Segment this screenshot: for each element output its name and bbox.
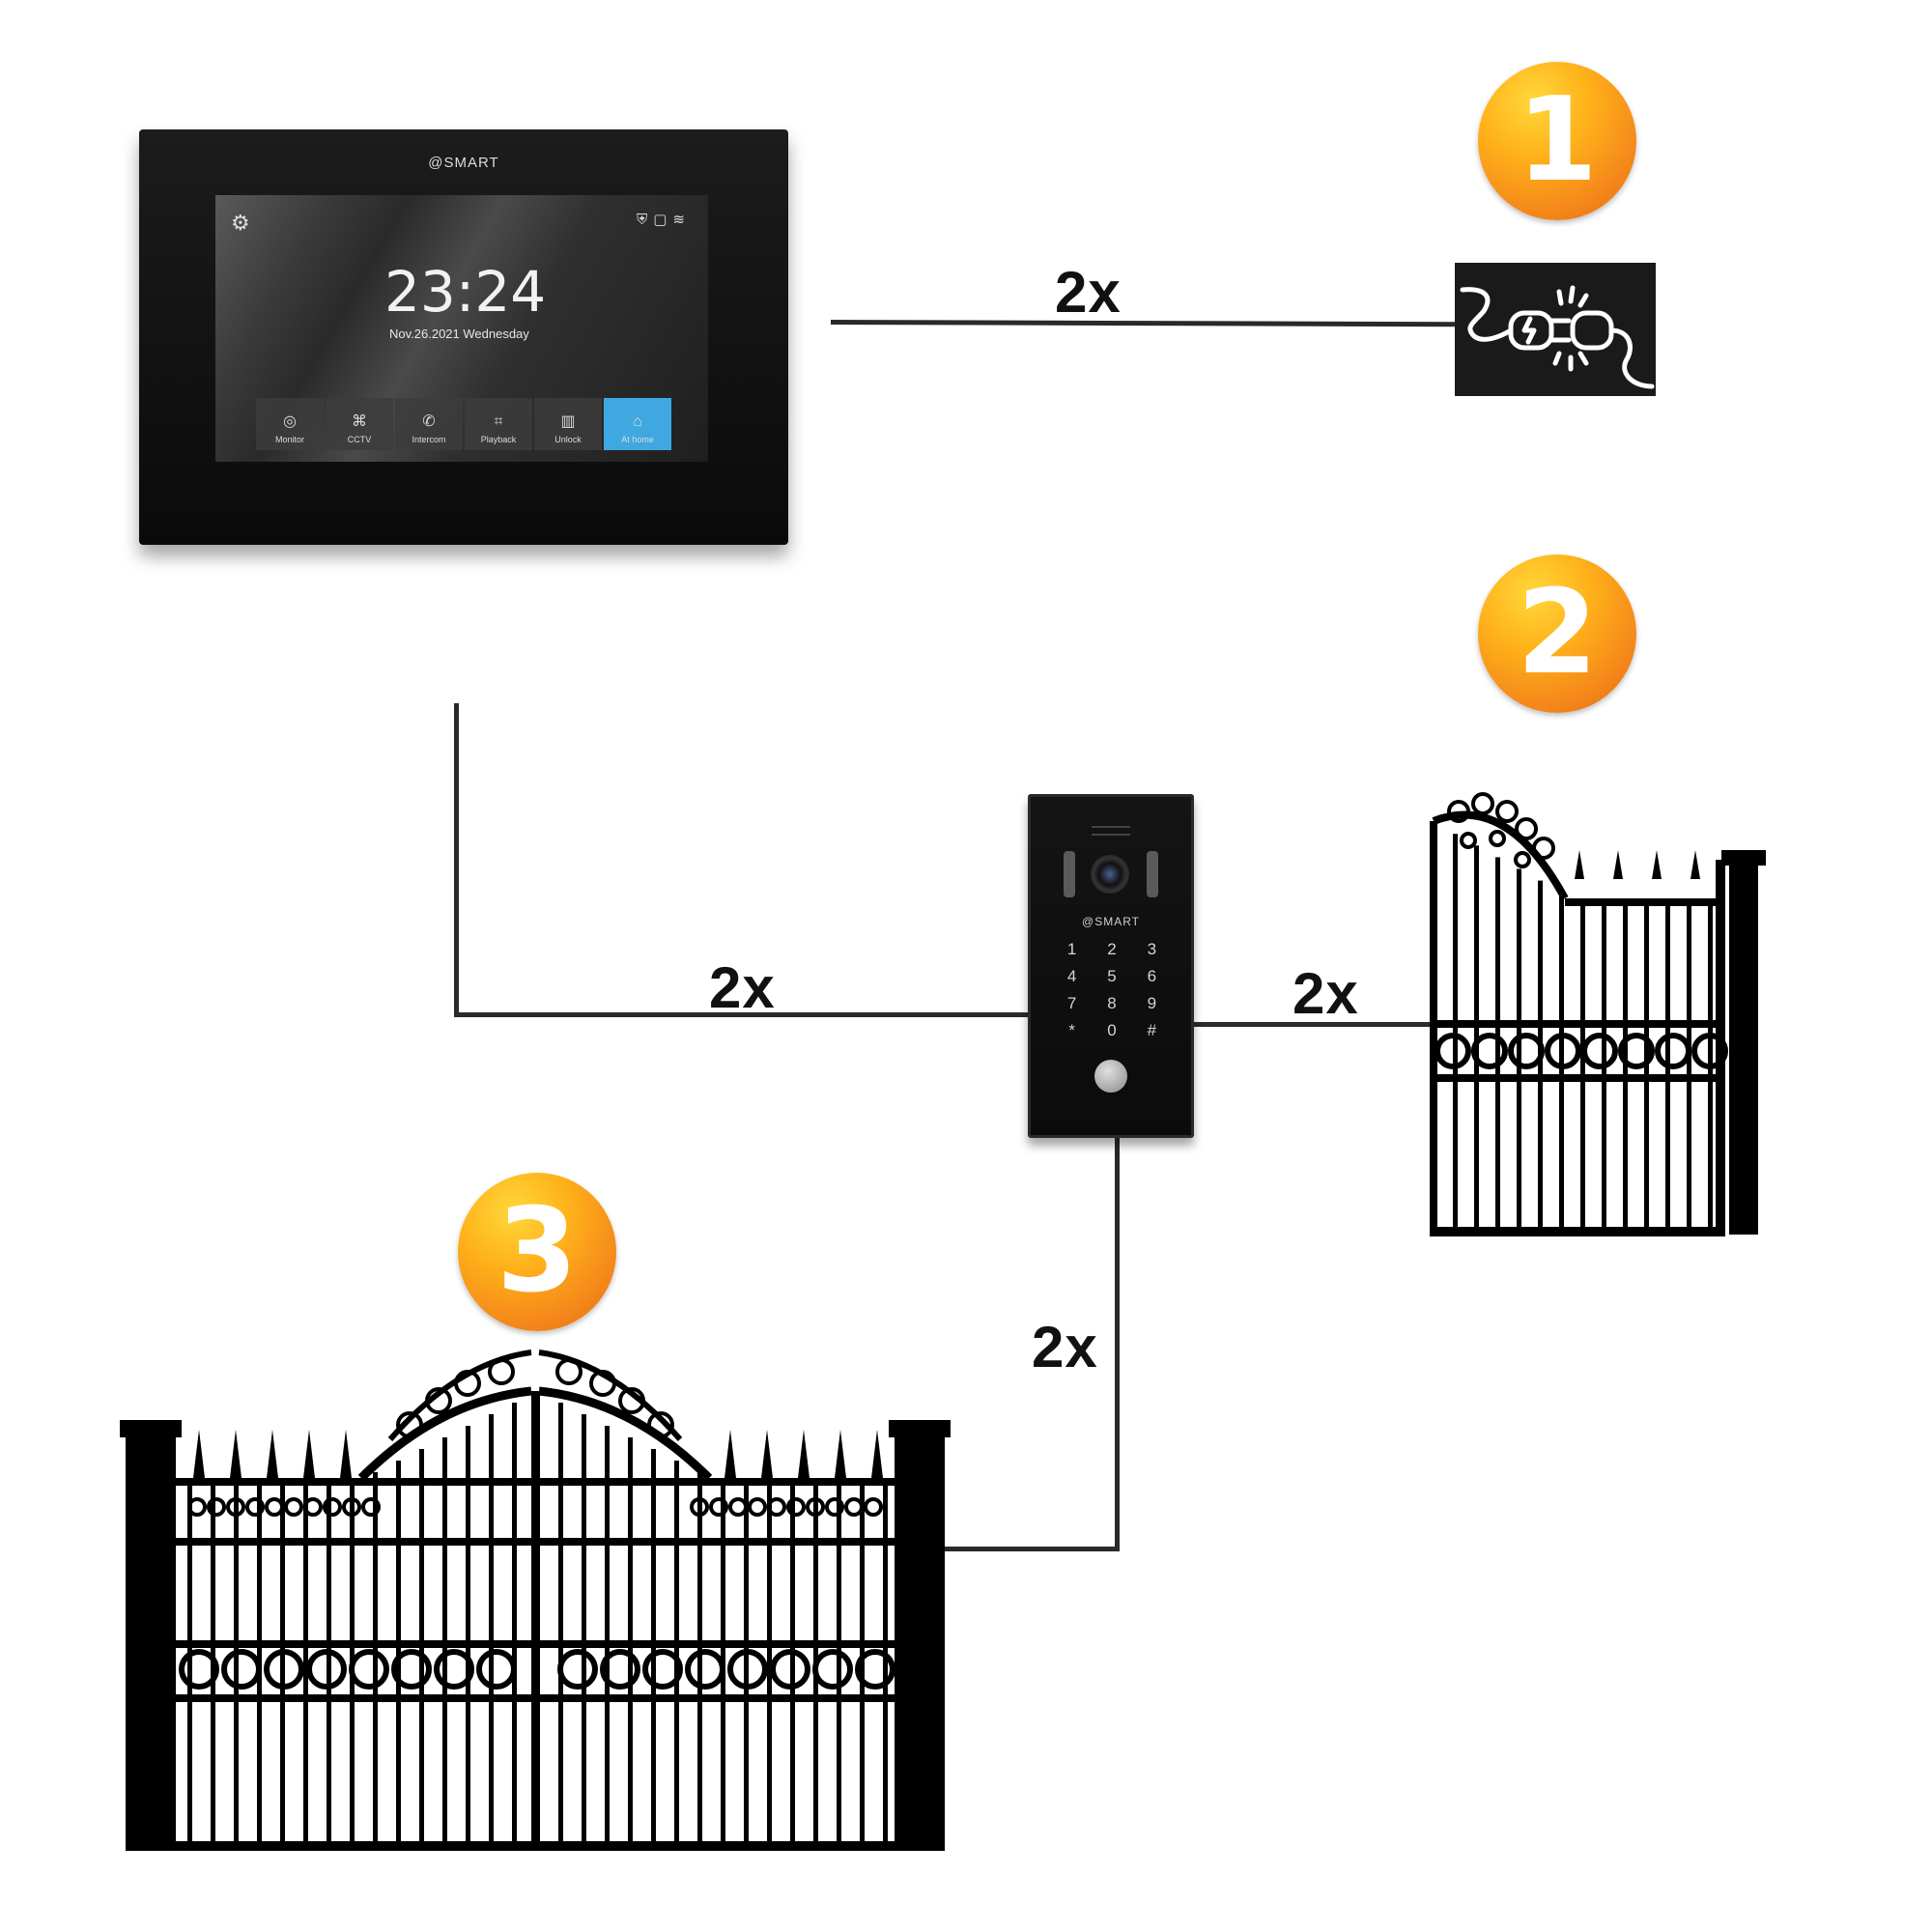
- phone-icon: ✆: [422, 412, 435, 431]
- menu-tile-unlock[interactable]: ▥Unlock: [534, 398, 602, 450]
- camera-lens-icon: [1091, 855, 1129, 894]
- ir-led-right: [1147, 851, 1158, 897]
- key-0[interactable]: 0: [1092, 1021, 1131, 1040]
- wicket-gate-icon: [1430, 782, 1787, 1246]
- monitor-screen: ⚙ ⛨▢≋ 23:24 Nov.26.2021 Wednesday ◎Monit…: [215, 195, 708, 462]
- qty-panel-main-gate-label: 2x: [1032, 1314, 1098, 1380]
- key-9[interactable]: 9: [1132, 994, 1172, 1013]
- key-7[interactable]: 7: [1052, 994, 1092, 1013]
- outdoor-panel: @SMART 1 2 3 4 5 6 7 8 9 * 0 #: [1028, 794, 1194, 1138]
- status-icons: ⛨▢≋: [637, 211, 691, 228]
- key-5[interactable]: 5: [1092, 967, 1131, 986]
- power-plug-icon: [1455, 263, 1656, 396]
- qty-power-label: 2x: [1055, 259, 1122, 326]
- wire-monitor-to-power: [831, 320, 1457, 327]
- indoor-monitor: @SMART ⚙ ⛨▢≋ 23:24 Nov.26.2021 Wednesday…: [139, 129, 788, 545]
- key-4[interactable]: 4: [1052, 967, 1092, 986]
- step-badge-1: 1: [1478, 62, 1636, 220]
- camera-icon: ⌘: [352, 412, 367, 431]
- key-star[interactable]: *: [1052, 1021, 1092, 1040]
- wire-monitor-down: [454, 703, 459, 1016]
- home-icon: ⌂: [633, 413, 642, 431]
- unlock-icon: ▥: [560, 412, 575, 431]
- step-badge-2: 2: [1478, 554, 1636, 713]
- menu-tile-at-home[interactable]: ⌂At home: [604, 398, 671, 450]
- gear-icon: ⚙: [231, 211, 250, 236]
- wire-to-main-gate: [943, 1547, 1120, 1551]
- step-badge-3: 3: [458, 1173, 616, 1331]
- date-display: Nov.26.2021 Wednesday: [389, 327, 529, 341]
- menu-tile-cctv[interactable]: ⌘CCTV: [326, 398, 393, 450]
- double-gate-icon: [120, 1333, 951, 1855]
- clock-display: 23:24: [384, 259, 546, 325]
- monitor-brand-logo: @SMART: [139, 155, 788, 171]
- key-8[interactable]: 8: [1092, 994, 1131, 1013]
- key-hash[interactable]: #: [1132, 1021, 1172, 1040]
- menu-tile-intercom[interactable]: ✆Intercom: [395, 398, 463, 450]
- keypad: 1 2 3 4 5 6 7 8 9 * 0 #: [1052, 940, 1172, 1040]
- qty-monitor-panel-label: 2x: [709, 954, 776, 1021]
- call-button[interactable]: [1094, 1060, 1127, 1093]
- menu-tile-playback[interactable]: ⌗Playback: [465, 398, 532, 450]
- key-1[interactable]: 1: [1052, 940, 1092, 959]
- eye-icon: ◎: [283, 412, 297, 431]
- key-6[interactable]: 6: [1132, 967, 1172, 986]
- speaker-grille: [1092, 826, 1130, 836]
- menu-tile-monitor[interactable]: ◎Monitor: [256, 398, 324, 450]
- key-2[interactable]: 2: [1092, 940, 1131, 959]
- key-3[interactable]: 3: [1132, 940, 1172, 959]
- menu-tiles: ◎Monitor ⌘CCTV ✆Intercom ⌗Playback ▥Unlo…: [256, 398, 671, 450]
- qty-panel-gate-label: 2x: [1293, 960, 1359, 1027]
- wire-panel-down: [1115, 1134, 1120, 1551]
- ir-led-left: [1064, 851, 1075, 897]
- panel-brand-logo: @SMART: [1031, 915, 1191, 928]
- playback-icon: ⌗: [494, 413, 502, 431]
